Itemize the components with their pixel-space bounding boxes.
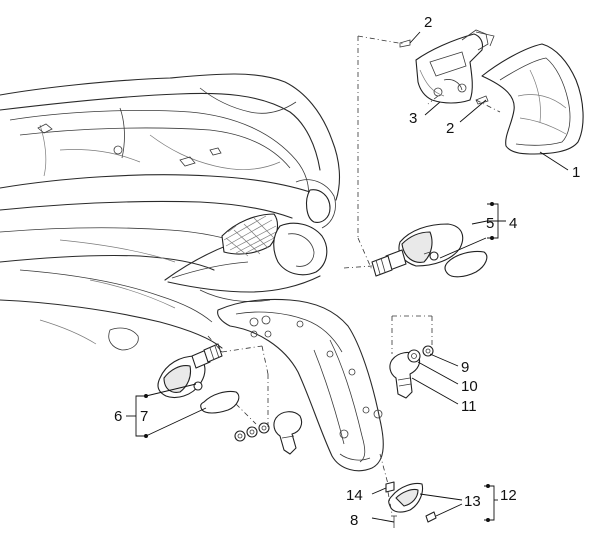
lens-part-7-left <box>200 390 240 414</box>
callout-8: 8 <box>350 512 358 529</box>
rear-grille <box>221 213 279 257</box>
bracket-part-3 <box>415 29 495 104</box>
callout-2-top: 2 <box>424 14 432 31</box>
clip-part-14 <box>385 481 395 493</box>
bulb-part-7-left <box>193 381 203 391</box>
callout-12: 12 <box>500 487 517 504</box>
lens-part-4-right <box>444 250 488 278</box>
washer-part-9-right <box>422 345 434 357</box>
callout-14: 14 <box>346 487 363 504</box>
scooter-rear-body <box>0 73 384 472</box>
washer-part-10-right <box>407 349 421 363</box>
washer-part-10-left <box>234 422 270 442</box>
connector-part-11-right <box>389 351 421 399</box>
callout-13: 13 <box>464 493 481 510</box>
callout-1: 1 <box>572 164 580 181</box>
bulb-part-13 <box>425 511 437 523</box>
leader-lines <box>126 31 569 523</box>
screw-part-2-top <box>399 39 411 48</box>
callout-3: 3 <box>409 110 417 127</box>
rear-cover-part-1 <box>481 43 584 155</box>
license-plate-light-part-13 <box>388 482 424 513</box>
callout-6: 6 <box>114 408 122 425</box>
connector-part-11-left <box>273 411 303 455</box>
left-turn-indicator-part-7 <box>157 343 223 399</box>
license-plate-holder <box>217 298 384 472</box>
callout-2-mid: 2 <box>446 120 454 137</box>
callout-7: 7 <box>140 408 148 425</box>
callout-11: 11 <box>461 398 477 415</box>
callout-4: 4 <box>509 215 517 232</box>
bulb-part-5-right <box>423 251 439 261</box>
callout-9: 9 <box>461 359 469 376</box>
screw-part-2-mid <box>475 95 489 105</box>
callout-5: 5 <box>486 215 494 232</box>
bracket-dots <box>144 202 494 522</box>
assembly-axis-lines <box>207 35 501 515</box>
callout-10: 10 <box>461 378 478 395</box>
callout-labels: 2 3 2 1 5 4 6 7 9 10 11 12 13 14 8 <box>114 14 580 529</box>
